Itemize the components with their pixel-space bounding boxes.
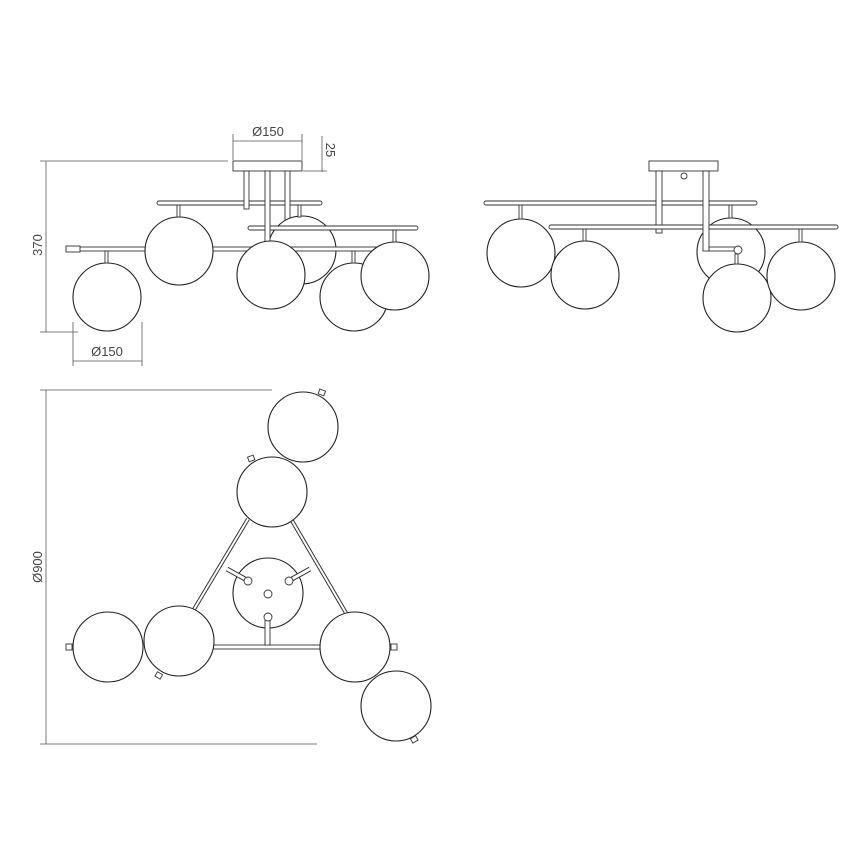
globe xyxy=(319,611,391,683)
globe xyxy=(766,241,836,311)
arm-end-cap xyxy=(65,245,81,253)
canopy xyxy=(648,160,719,172)
globe-holder xyxy=(518,204,523,220)
joint xyxy=(263,612,273,622)
arm-bar xyxy=(156,200,323,206)
dimension-overall-diameter: Ø900 xyxy=(30,389,317,745)
stem xyxy=(243,170,250,210)
globe-holder xyxy=(798,228,803,243)
globe xyxy=(143,605,215,677)
front-view: Ø150 25 370 Ø150 xyxy=(30,124,430,366)
joint xyxy=(733,245,743,255)
stem xyxy=(655,170,663,234)
globe-holder xyxy=(390,643,398,651)
globe-holder xyxy=(246,454,256,463)
globe xyxy=(72,262,142,332)
screw xyxy=(263,589,273,599)
canopy xyxy=(232,160,303,172)
dimension-globe-diameter: Ø150 xyxy=(72,322,143,366)
globe-holder xyxy=(297,204,302,218)
globe xyxy=(486,218,556,288)
globe-holder xyxy=(65,643,73,651)
arm-connector xyxy=(708,246,738,252)
globe xyxy=(267,391,339,463)
total-height-label: 370 xyxy=(30,234,45,256)
globe-holder xyxy=(392,229,397,243)
arm-bar xyxy=(65,246,377,252)
dimension-canopy-diameter: Ø150 xyxy=(232,124,303,160)
screw xyxy=(680,172,688,180)
globe xyxy=(360,670,432,742)
globe xyxy=(72,611,144,683)
arm-bar xyxy=(548,224,839,230)
plan-view: Ø900 xyxy=(30,388,432,745)
side-view xyxy=(483,160,839,333)
canopy-height-label: 25 xyxy=(323,143,338,157)
globe-diameter-label: Ø150 xyxy=(91,344,123,359)
globe-holder xyxy=(104,250,109,264)
globe-holder xyxy=(728,204,733,219)
overall-diameter-label: Ø900 xyxy=(30,551,45,583)
globe-holder xyxy=(409,735,419,744)
globe xyxy=(144,216,214,286)
stem xyxy=(702,170,710,252)
dimension-canopy-height: 25 xyxy=(303,136,338,172)
arm-bar xyxy=(211,644,323,650)
arm-bar xyxy=(247,225,419,231)
globe-holder xyxy=(582,228,587,242)
globe xyxy=(702,263,772,333)
globe xyxy=(360,241,430,311)
globe-holder xyxy=(176,204,181,218)
globe-holder xyxy=(351,250,356,264)
globe-holder xyxy=(317,388,327,397)
globe xyxy=(236,240,306,310)
joint xyxy=(243,576,253,586)
arm-bar xyxy=(483,200,758,206)
joint xyxy=(284,576,294,586)
globe xyxy=(550,240,620,310)
globe-holder xyxy=(734,253,739,265)
dimension-total-height: 370 xyxy=(30,160,228,333)
canopy-diameter-label: Ø150 xyxy=(252,124,284,139)
globe-holder xyxy=(154,671,164,680)
globe xyxy=(236,456,308,528)
